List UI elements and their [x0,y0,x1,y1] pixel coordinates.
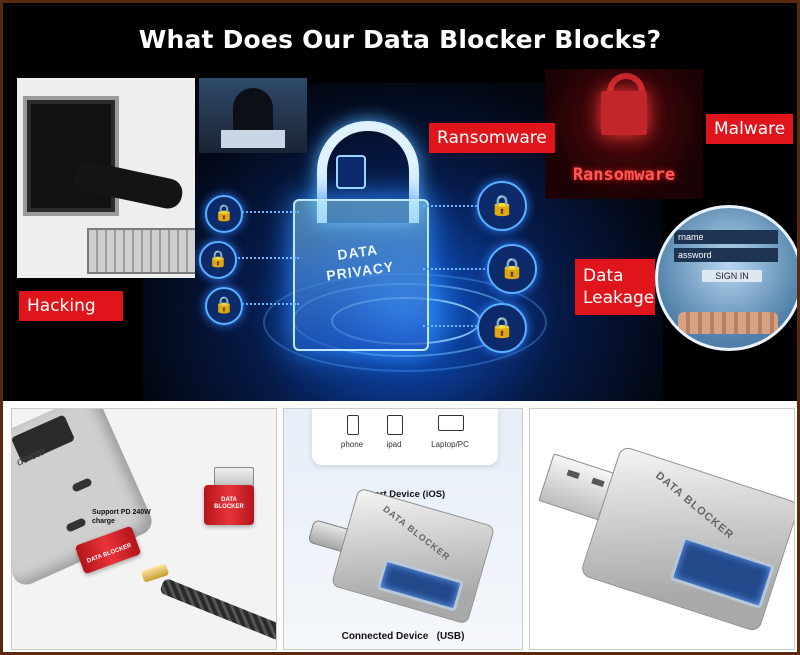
hacking-photo [17,78,195,278]
username-field: rname [674,230,778,244]
hero-panel: What Does Our Data Blocker Blocks? DATA … [3,3,797,401]
monitor-illustration [23,96,119,216]
data-blocker-adapter: DATA BLOCKER [579,445,794,633]
padlock-shackle [317,121,419,223]
adapter-label-line2: BLOCKER [214,504,244,510]
braided-cable [159,577,276,642]
red-lock-icon [601,91,647,135]
device-label: ipad [386,440,402,449]
data-leakage-line2: Leakage [583,288,655,308]
device-label: phone [340,440,364,449]
password-field: assword [674,248,778,262]
phone-icon [347,415,359,435]
padlock-icon: 🔒 [205,287,243,325]
padlock-icon: 🔒 [487,244,537,294]
device-compatibility-photo: phone ipad Laptop/PC Insert Device (iOS)… [283,408,523,650]
padlock-icon: 🔒 [199,241,237,279]
adapter-engraving: DATA BLOCKER [381,503,453,563]
sign-in-photo: rname assword SIGN IN [655,205,797,351]
device-types-card: phone ipad Laptop/PC [312,409,498,465]
ransomware-photo: Ransomware [545,69,703,199]
data-leakage-tag: Data Leakage [575,259,655,315]
red-lock-icon [607,73,645,103]
padlock-icon: 🔒 [205,195,243,233]
malware-tag: Malware [706,114,794,144]
device-label: Laptop/PC [431,440,469,449]
data-leakage-line1: Data [583,266,624,286]
ransomware-tag: Ransomware [429,123,555,153]
page-title: What Does Our Data Blocker Blocks? [138,25,662,54]
hooded-hacker-photo [199,78,307,153]
ransomware-image-text: Ransomware [572,165,676,185]
adapter-engraving: DATA BLOCKER [653,469,736,542]
padlock-icon: 🔒 [477,181,527,231]
hands-illustration [678,312,778,334]
usb-a-port-icon [669,535,775,610]
data-blocker-adapter: DATA BLOCKER [204,485,254,525]
keyboard-illustration [87,228,195,274]
usb-a-port-icon [376,558,465,612]
support-pd-label: Support PD 240W charge [92,509,151,525]
insert-device-label: Insert Device (iOS) [360,489,446,500]
data-blocker-adapter: DATA BLOCKER [330,487,496,625]
tablet-icon [387,415,403,435]
hacking-tag: Hacking [19,291,123,321]
small-adapter-label: DATA BLOCKER [86,542,133,565]
laptop-icon [438,415,464,431]
adapter-label-line1: DATA [221,497,237,503]
padlock-icon [293,199,429,351]
sign-in-button-image: SIGN IN [702,270,762,282]
laptop-charging-photo: delete DATA BLOCKER Support PD 240W char… [11,408,277,650]
data-blocker-product-photo: DATA BLOCKER [529,408,795,650]
connected-device-label: Connected Device (USB) [341,631,465,642]
small-lock-icon [336,155,366,189]
padlock-icon: 🔒 [477,303,527,353]
